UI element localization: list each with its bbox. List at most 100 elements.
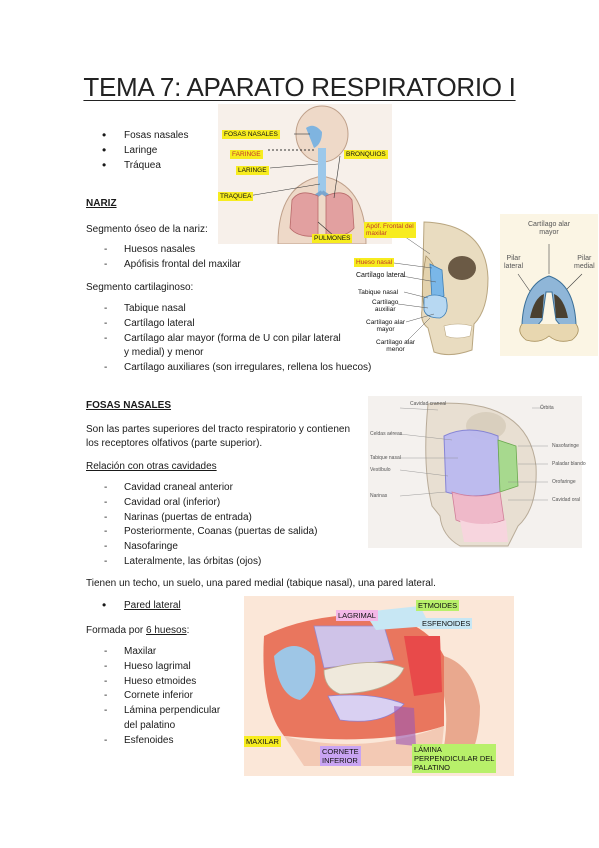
- label-apofisis-frontal: Apóf. Frontal del maxilar: [364, 222, 416, 238]
- label-apofisis-line1: Apóf. Frontal del: [366, 223, 414, 230]
- list-item: Laringe: [100, 143, 188, 159]
- list-item-continuation: del palatino: [124, 719, 176, 731]
- formada-por-count: 6 huesos: [146, 625, 187, 636]
- list-item: Lámina perpendicular: [86, 704, 220, 719]
- label-lamina-line2: PERPENDICULAR DEL: [414, 754, 495, 763]
- formada-por: Formada por 6 huesos:: [86, 623, 189, 638]
- label-pm-line2: medial: [574, 263, 595, 270]
- list-item: Lateralmente, las órbitas (ojos): [86, 555, 317, 570]
- label-cartilago-alar-menor: Cartílago alar menor: [374, 338, 417, 354]
- label-tabique-nasal: Tabique nasal: [358, 289, 399, 296]
- label-celdas-aereas: Celdas aéreas: [370, 431, 403, 437]
- list-item: Tabique nasal: [86, 302, 371, 317]
- label-pilar-medial: Pilar medial: [572, 254, 597, 272]
- list-item: Hueso lagrimal: [86, 660, 220, 675]
- label-cavidad-oral: Cavidad oral: [552, 497, 581, 503]
- cartilaginoso-list: Tabique nasal Cartílago lateral Cartílag…: [86, 302, 371, 376]
- list-item: Cavidad craneal anterior: [86, 481, 317, 496]
- label-lagrimal: LAGRIMAL: [336, 610, 378, 621]
- label-tabique-nasal-fig4: Tabique nasal: [370, 455, 401, 461]
- list-item: Posteriormente, Coanas (puertas de salid…: [86, 525, 317, 540]
- oseo-list: Huesos nasales Apófisis frontal del maxi…: [86, 243, 241, 273]
- skull-sagittal-illustration: [368, 396, 582, 548]
- lateral-wall-illustration: [244, 596, 514, 776]
- label-aux-line2: auxiliar: [374, 306, 396, 313]
- list-item: Maxilar: [86, 645, 220, 660]
- formada-por-prefix: Formada por: [86, 625, 147, 636]
- label-vestibulo: Vestíbulo: [370, 467, 391, 473]
- list-item: Tráquea: [100, 158, 188, 174]
- label-traquea: TRAQUEA: [218, 192, 254, 201]
- label-cartilago-alar-mayor: Cartílago alar mayor: [364, 318, 407, 334]
- label-nasofaringe: Nasofaringe: [552, 443, 579, 449]
- list-item: Cartílago auxiliares (son irregulares, r…: [86, 361, 371, 376]
- alar-cartilage-illustration: [517, 244, 583, 342]
- label-orbita: Órbita: [540, 405, 554, 411]
- lateral-wall-figure: LAGRIMAL ETMOIDES ESFENOIDES MAXILAR COR…: [244, 596, 514, 776]
- label-pulmones: PULMONES: [312, 234, 353, 243]
- label-faringe: FARINGE: [230, 150, 263, 159]
- formada-por-suffix: :: [186, 625, 190, 636]
- label-cornete-inferior: CORNETE INFERIOR: [320, 746, 361, 766]
- list-item: Cartílago alar mayor (forma de U con pil…: [86, 332, 371, 347]
- section-heading-fosas-nasales: FOSAS NASALES: [86, 400, 172, 411]
- section-heading-nariz: NARIZ: [86, 198, 117, 209]
- relacion-list: Cavidad craneal anterior Cavidad oral (i…: [86, 481, 317, 570]
- segmento-cartilaginoso-label: Segmento cartilaginoso:: [86, 282, 194, 293]
- nasal-cavity-relations-figure: Cavidad craneal Órbita Celdas aéreas Tab…: [368, 396, 586, 548]
- skull-illustration: [393, 221, 489, 356]
- label-alar-line2: mayor: [376, 326, 395, 333]
- pared-lateral-item: Pared lateral: [100, 598, 181, 614]
- label-laringe: LARINGE: [236, 166, 269, 175]
- label-aux-line1: Cartílago: [372, 299, 399, 306]
- label-apofisis-line2: maxilar: [366, 230, 387, 237]
- label-fosas-nasales: FOSAS NASALES: [222, 130, 280, 139]
- label-menor-line1: Cartílago alar: [376, 339, 416, 346]
- alar-cartilage-figure: Cartílago alar mayor Pilar lateral Pilar…: [500, 214, 598, 356]
- page-title: TEMA 7: APARATO RESPIRATORIO I: [83, 72, 516, 102]
- label-menor-line2: menor: [386, 346, 405, 353]
- intro-list: Fosas nasales Laringe Tráquea: [100, 128, 188, 174]
- label-cornete-line2: INFERIOR: [322, 756, 358, 765]
- respiratory-illustration: [218, 104, 392, 245]
- label-pl-line1: Pilar: [506, 255, 521, 262]
- list-item: Hueso etmoides: [86, 675, 220, 690]
- label-cartilago-lateral: Cartílago lateral: [356, 272, 406, 279]
- techo-suelo-paredes: Tienen un techo, un suelo, una pared med…: [86, 578, 436, 589]
- label-paladar-blando: Paladar blando: [552, 461, 586, 467]
- list-item-continuation: y medial) y menor: [124, 347, 204, 359]
- list-item: Huesos nasales: [86, 243, 241, 258]
- label-hueso-nasal: Hueso nasal: [354, 258, 395, 267]
- fosas-description-line2: los receptores olfativos (parte superior…: [86, 438, 263, 449]
- list-item: Cornete inferior: [86, 689, 220, 704]
- respiratory-system-figure: FOSAS NASALES FARINGE LARINGE TRAQUEA BR…: [218, 104, 392, 245]
- label-pilar-lateral: Pilar lateral: [502, 254, 525, 272]
- list-item: Apófisis frontal del maxilar: [86, 258, 241, 273]
- list-item: Esfenoides: [86, 734, 220, 749]
- label-top-line1: Cartílago alar: [528, 221, 571, 228]
- label-cornete-line1: CORNETE: [322, 747, 359, 756]
- label-lamina-perpendicular: LÁMINA PERPENDICULAR DEL PALATINO: [412, 744, 497, 773]
- label-orofaringe: Orofaringe: [552, 479, 576, 485]
- pared-lateral-list: Pared lateral: [100, 598, 181, 614]
- label-top-line2: mayor: [539, 229, 559, 236]
- label-bronquios: BRONQUIOS: [344, 150, 388, 159]
- list-item: Cavidad oral (inferior): [86, 496, 317, 511]
- skull-nose-figure: Apóf. Frontal del maxilar Hueso nasal Ca…: [354, 218, 494, 358]
- label-maxilar: MAXILAR: [244, 736, 281, 747]
- list-item: Narinas (puertas de entrada): [86, 511, 317, 526]
- label-etmoides: ETMOIDES: [416, 600, 460, 611]
- label-lamina-line1: LÁMINA: [414, 745, 442, 754]
- list-item: Fosas nasales: [100, 128, 188, 144]
- list-item: Nasofaringe: [86, 540, 317, 555]
- label-esfenoides: ESFENOIDES: [420, 618, 473, 629]
- label-pl-line2: lateral: [504, 263, 524, 270]
- label-alar-line1: Cartílago alar: [366, 319, 406, 326]
- label-lamina-line3: PALATINO: [414, 763, 450, 772]
- label-alar-mayor: Cartílago alar mayor: [526, 220, 572, 238]
- label-pm-line1: Pilar: [577, 255, 592, 262]
- label-cartilago-auxiliar: Cartílago auxiliar: [370, 298, 400, 314]
- label-narinas: Narinas: [370, 493, 388, 499]
- list-item: Cartílago lateral: [86, 317, 371, 332]
- relacion-heading: Relación con otras cavidades: [86, 461, 217, 472]
